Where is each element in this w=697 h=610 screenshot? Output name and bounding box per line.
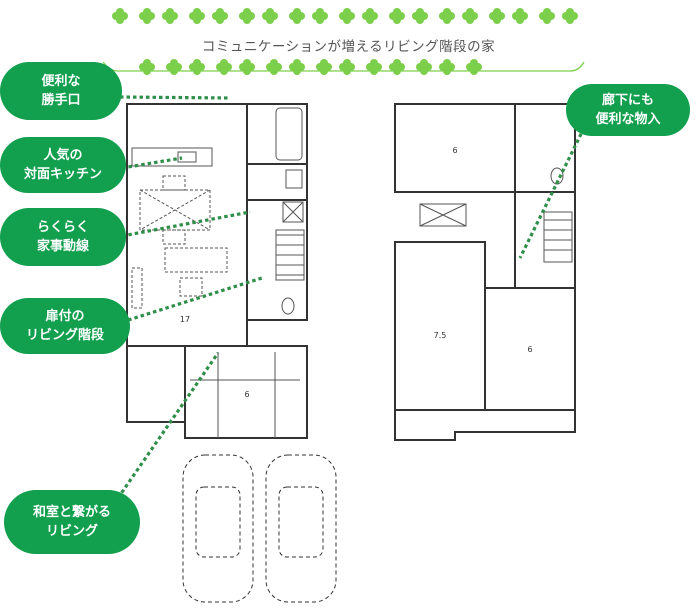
leader-washitsu: [116, 352, 220, 499]
clover-icon: [439, 59, 455, 75]
clover-icon: [366, 59, 382, 75]
clover-icon: [262, 8, 278, 24]
leader-katteguchi: [119, 95, 231, 100]
clover-icon: [389, 59, 405, 75]
first-floor-plan: [126, 103, 308, 439]
clover-icon: [389, 8, 405, 24]
clover-icon: [316, 59, 332, 75]
balcony: [394, 410, 576, 441]
washitsu-wall: [184, 345, 308, 439]
tatami-lines: [190, 352, 300, 438]
leader-doushen: [121, 210, 251, 238]
clover-icon: [289, 8, 305, 24]
clover-icon: [412, 8, 428, 24]
clover-icon: [189, 59, 205, 75]
toilet-2f-wall: [514, 103, 576, 193]
sofa: [164, 247, 228, 273]
clover-icon: [139, 8, 155, 24]
clover-icon: [462, 8, 478, 24]
clover-icon: [512, 8, 528, 24]
clover-icon: [562, 8, 578, 24]
stairs-2f: [544, 219, 572, 251]
clover-border: [112, 8, 578, 75]
second-floor-plan: [394, 103, 576, 441]
room-label-living: 17: [180, 315, 190, 324]
clover-icon: [139, 59, 155, 75]
entrance-wall: [126, 345, 186, 423]
page-title: コミュニケーションが増えるリビング階段の家: [201, 39, 496, 55]
callout-katteguchi: 便利な 勝手口: [0, 62, 122, 120]
clover-icon: [239, 59, 255, 75]
leader-monoire: [518, 127, 586, 259]
bath-wall: [246, 103, 308, 165]
clover-icon: [466, 59, 482, 75]
bedroom-right-wall: [484, 287, 576, 411]
clover-icon: [289, 59, 305, 75]
callout-doushen: らくらく 家事動線: [0, 208, 126, 266]
clover-icon: [216, 59, 232, 75]
clover-icon: [312, 8, 328, 24]
toilet-2f: [550, 167, 564, 185]
clover-icon: [189, 8, 205, 24]
clover-icon: [362, 8, 378, 24]
clover-icon: [112, 8, 128, 24]
second-floor-details: [419, 167, 573, 263]
clover-icon: [162, 8, 178, 24]
clover-icon: [439, 8, 455, 24]
first-floor-details: [131, 107, 305, 438]
callout-kaidan: 扉付の リビング階段: [0, 298, 130, 354]
washer-x: [282, 201, 304, 223]
sink: [177, 151, 197, 163]
bedroom-left-wall: [394, 241, 486, 411]
clover-icon: [416, 59, 432, 75]
wash-basin: [285, 169, 303, 189]
bathtub: [275, 107, 303, 161]
void: [419, 203, 467, 227]
hall-wall: [246, 199, 308, 321]
stairs-1f: [276, 234, 304, 276]
clover-icon: [539, 8, 555, 24]
callout-kitchen: 人気の 対面キッチン: [0, 137, 126, 193]
kitchen-counter: [131, 147, 213, 167]
callout-leaders: [116, 95, 586, 499]
clover-icon: [489, 8, 505, 24]
leader-kaidan: [121, 276, 263, 324]
clover-icon: [166, 59, 182, 75]
clover-icon: [339, 8, 355, 24]
clover-icon: [266, 59, 282, 75]
toilet: [281, 297, 295, 315]
callout-monoire: 廊下にも 便利な物入: [566, 84, 690, 136]
room-label-upper-right: 6: [527, 345, 532, 354]
clover-icon: [339, 59, 355, 75]
room-label-upper-top: 6: [452, 146, 457, 155]
parking-cars: [182, 454, 337, 603]
room-label-upper-left: 7.5: [434, 331, 447, 340]
washroom-wall: [246, 163, 308, 201]
washer: [282, 201, 304, 223]
callout-washitsu: 和室と繋がる リビング: [4, 490, 140, 554]
clover-icon: [212, 8, 228, 24]
clover-icon: [239, 8, 255, 24]
room-label-washitsu: 6: [244, 390, 249, 399]
